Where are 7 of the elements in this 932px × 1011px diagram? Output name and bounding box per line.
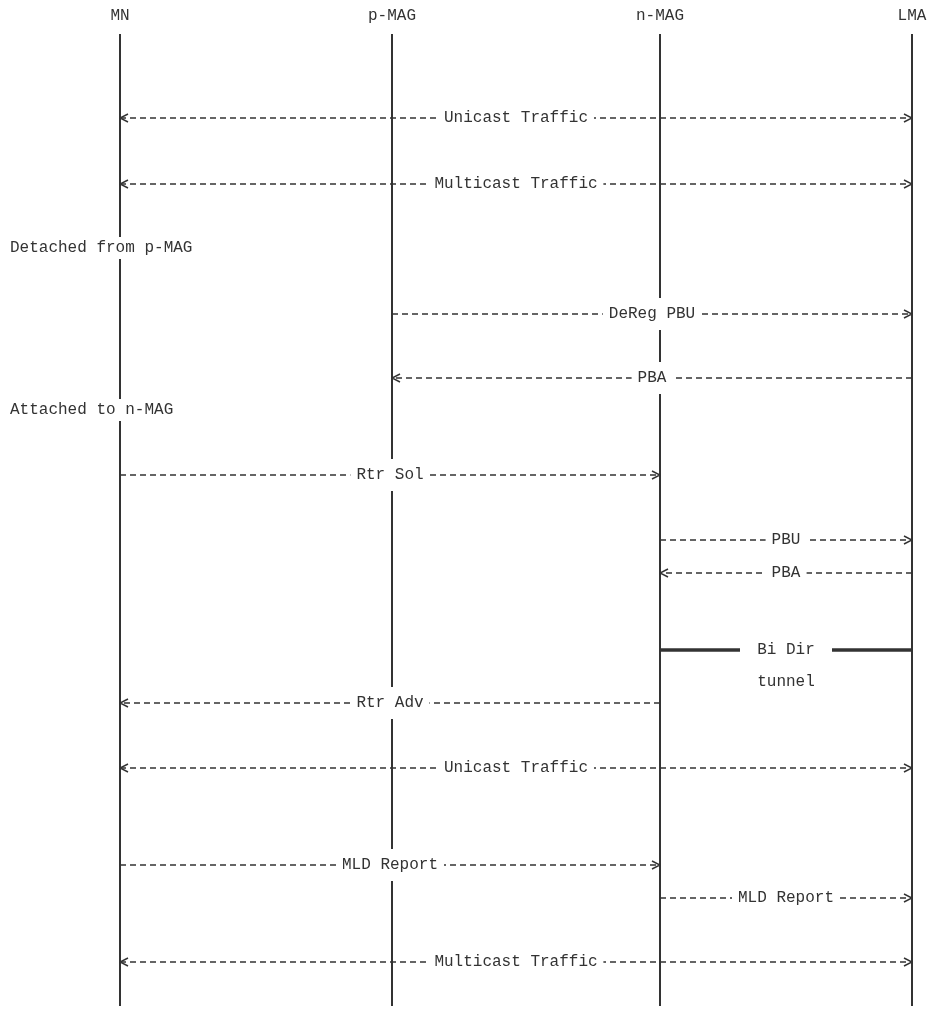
state-note: Attached to n-MAG	[10, 399, 174, 421]
participant-name: MN	[110, 6, 130, 26]
message-arrow	[391, 373, 913, 383]
state-note: Detached from p-MAG	[10, 237, 193, 259]
participant-name: p-MAG	[368, 6, 416, 26]
participant-name: LMA	[897, 6, 927, 26]
participant-name: n-MAG	[636, 6, 684, 26]
